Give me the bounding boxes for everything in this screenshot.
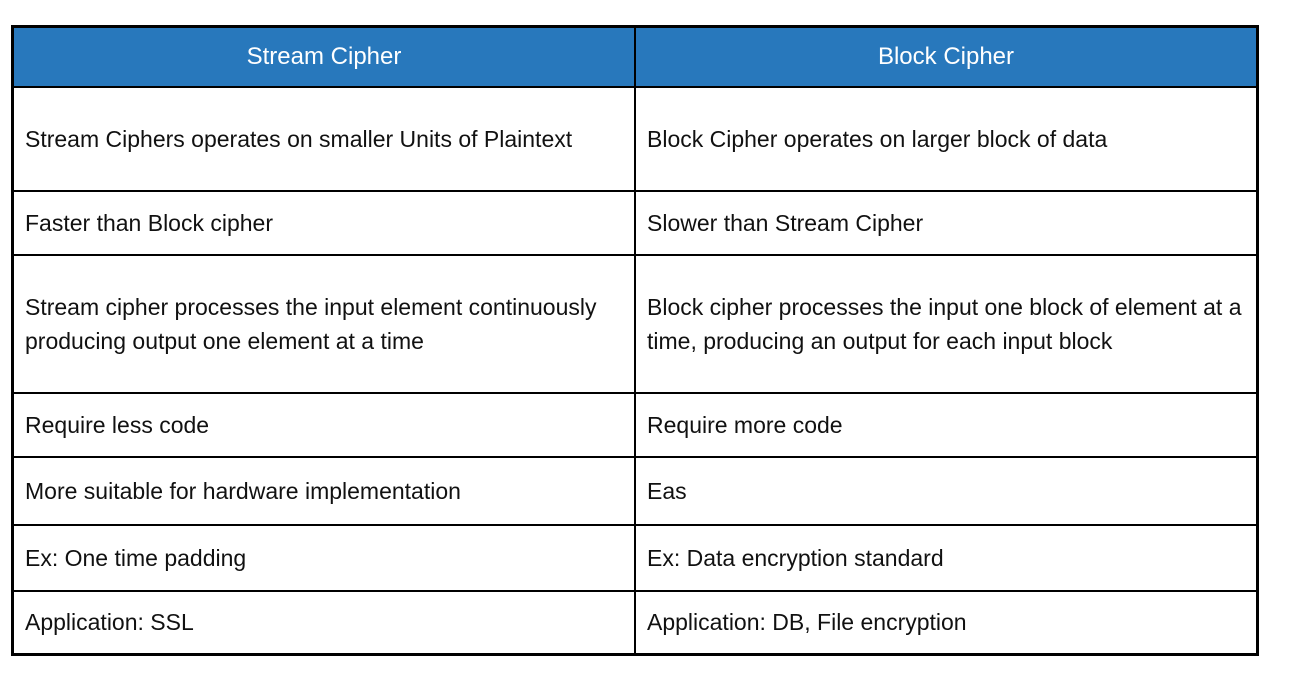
block-cipher-cell: Eas: [634, 455, 1259, 526]
table-row: Stream Ciphers operates on smaller Units…: [11, 85, 1259, 192]
column-header-block-cipher: Block Cipher: [634, 25, 1259, 88]
stream-cipher-cell: Faster than Block cipher: [11, 189, 636, 256]
block-cipher-cell: Ex: Data encryption standard: [634, 523, 1259, 592]
table-header-row: Stream Cipher Block Cipher: [11, 25, 1259, 88]
table-row: More suitable for hardware implementatio…: [11, 455, 1259, 526]
table-row: Application: SSL Application: DB, File e…: [11, 589, 1259, 656]
stream-cipher-cell: Application: SSL: [11, 589, 636, 656]
stream-cipher-cell: Ex: One time padding: [11, 523, 636, 592]
cipher-comparison-table: Stream Cipher Block Cipher Stream Cipher…: [11, 25, 1259, 656]
table-row: Require less code Require more code: [11, 391, 1259, 458]
stream-cipher-cell: Stream Ciphers operates on smaller Units…: [11, 85, 636, 192]
table-row: Stream cipher processes the input elemen…: [11, 253, 1259, 394]
table-row: Ex: One time padding Ex: Data encryption…: [11, 523, 1259, 592]
stream-cipher-cell: Stream cipher processes the input elemen…: [11, 253, 636, 394]
column-header-stream-cipher: Stream Cipher: [11, 25, 636, 88]
block-cipher-cell: Block Cipher operates on larger block of…: [634, 85, 1259, 192]
block-cipher-cell: Application: DB, File encryption: [634, 589, 1259, 656]
block-cipher-cell: Slower than Stream Cipher: [634, 189, 1259, 256]
stream-cipher-cell: Require less code: [11, 391, 636, 458]
block-cipher-cell: Block cipher processes the input one blo…: [634, 253, 1259, 394]
block-cipher-cell: Require more code: [634, 391, 1259, 458]
table-row: Faster than Block cipher Slower than Str…: [11, 189, 1259, 256]
stream-cipher-cell: More suitable for hardware implementatio…: [11, 455, 636, 526]
